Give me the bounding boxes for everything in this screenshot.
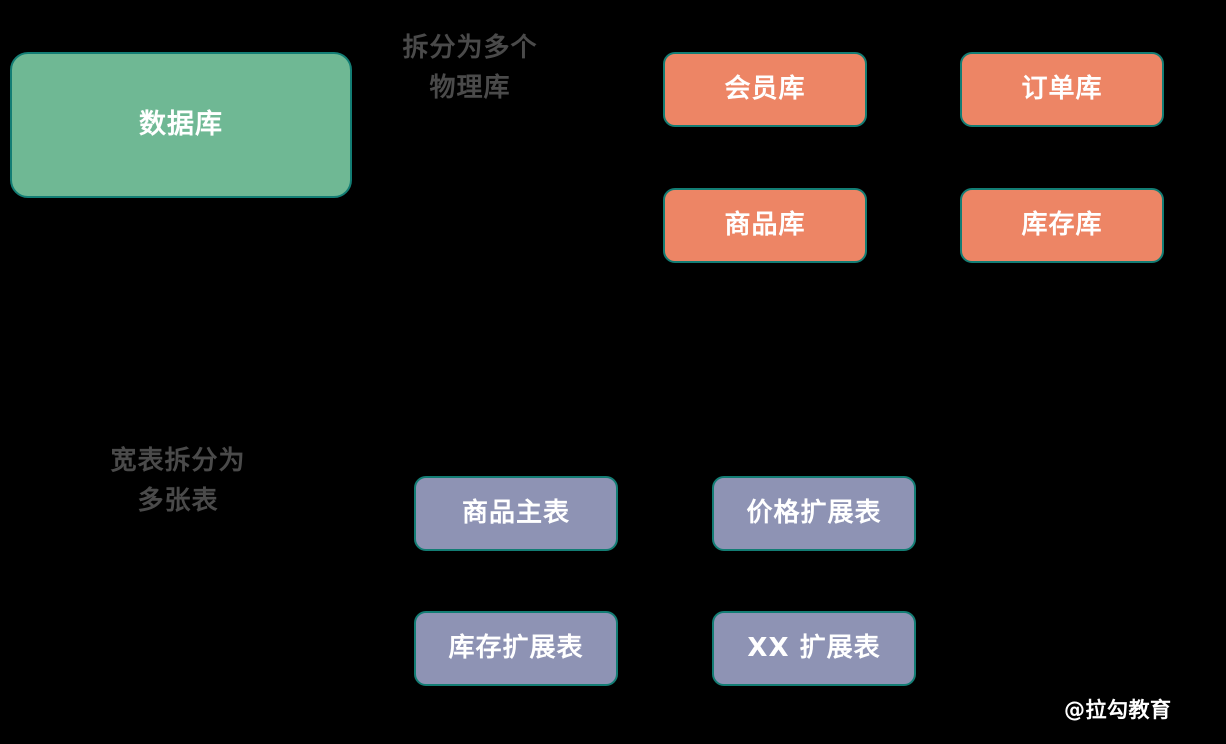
node-order-database[interactable]: 订单库 <box>960 52 1164 127</box>
node-price-extension-table[interactable]: 价格扩展表 <box>712 476 916 551</box>
node-product-database[interactable]: 商品库 <box>663 188 867 263</box>
node-member-database[interactable]: 会员库 <box>663 52 867 127</box>
node-source-database[interactable]: 数据库 <box>10 52 352 198</box>
caption-split-wide-table-into-tables: 宽表拆分为 多张表 <box>110 446 246 517</box>
node-inventory-extension-table[interactable]: 库存扩展表 <box>414 611 618 686</box>
node-xx-extension-table[interactable]: XX 扩展表 <box>712 611 916 686</box>
watermark: @拉勾教育 <box>1064 698 1172 722</box>
node-product-main-table[interactable]: 商品主表 <box>414 476 618 551</box>
node-inventory-database[interactable]: 库存库 <box>960 188 1164 263</box>
caption-split-into-physical-databases: 拆分为多个 物理库 <box>402 33 538 104</box>
